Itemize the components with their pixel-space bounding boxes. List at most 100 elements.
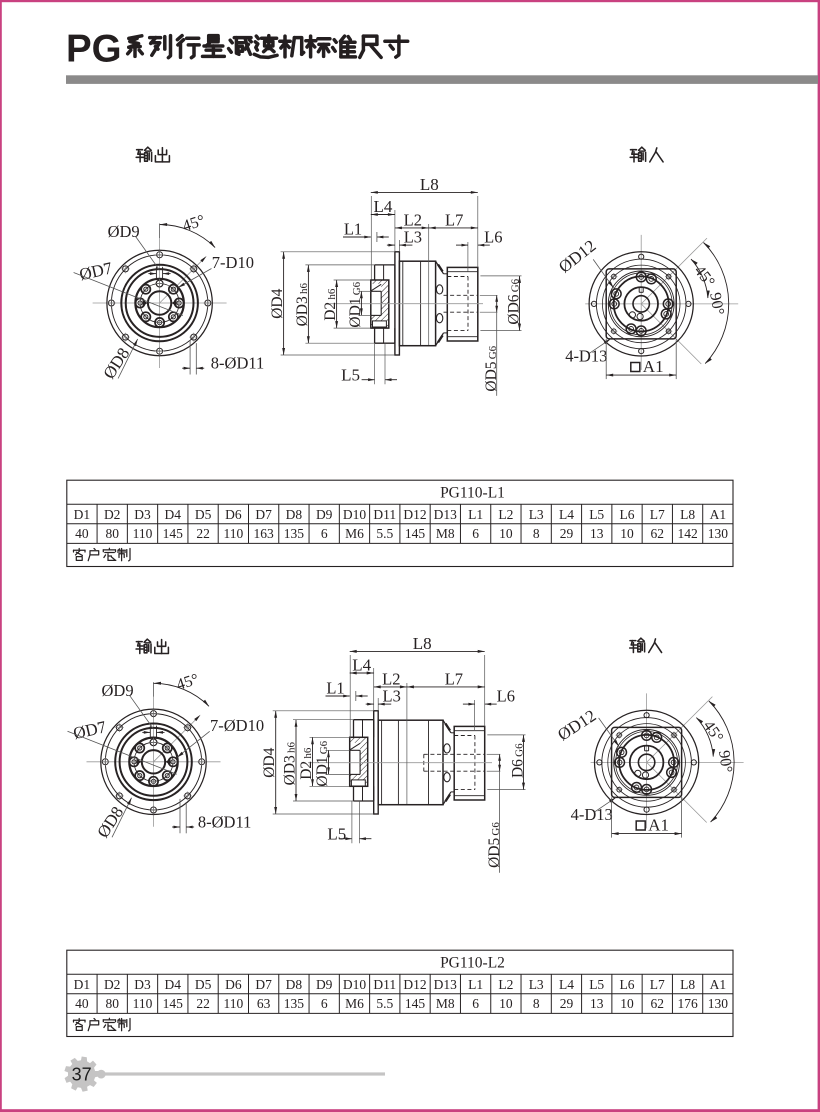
svg-text:L3: L3 <box>383 687 401 706</box>
svg-text:145: 145 <box>405 996 426 1011</box>
svg-text:130: 130 <box>708 996 729 1011</box>
svg-text:D9: D9 <box>316 977 333 992</box>
svg-text:PG110-L1: PG110-L1 <box>440 485 505 502</box>
svg-text:M6: M6 <box>345 526 364 541</box>
svg-text:D12: D12 <box>403 977 426 992</box>
svg-text:63: 63 <box>257 996 271 1011</box>
svg-text:5.5: 5.5 <box>376 996 393 1011</box>
svg-text:10: 10 <box>499 526 513 541</box>
svg-text:A1: A1 <box>648 816 669 835</box>
svg-text:L2: L2 <box>498 507 513 522</box>
svg-text:D5: D5 <box>195 507 212 522</box>
svg-text:L8: L8 <box>413 634 432 653</box>
svg-text:7-ØD10: 7-ØD10 <box>210 716 264 735</box>
svg-text:6: 6 <box>472 526 479 541</box>
svg-text:M8: M8 <box>436 526 455 541</box>
svg-text:6: 6 <box>321 526 328 541</box>
svg-text:D2: D2 <box>104 977 121 992</box>
svg-text:ØD9: ØD9 <box>108 222 140 241</box>
svg-text:10: 10 <box>620 526 634 541</box>
svg-text:D3: D3 <box>134 977 151 992</box>
svg-text:PG: PG <box>66 28 122 71</box>
svg-text:5.5: 5.5 <box>376 526 393 541</box>
svg-text:145: 145 <box>163 996 184 1011</box>
svg-text:22: 22 <box>196 526 210 541</box>
svg-text:ØD1 G6: ØD1 G6 <box>314 740 331 786</box>
svg-text:D2: D2 <box>104 507 121 522</box>
svg-text:L5: L5 <box>341 366 360 385</box>
svg-text:A1: A1 <box>643 357 664 376</box>
svg-text:L5: L5 <box>589 977 604 992</box>
svg-text:10: 10 <box>499 996 513 1011</box>
svg-text:L3: L3 <box>404 228 422 247</box>
svg-text:13: 13 <box>590 526 604 541</box>
svg-text:40: 40 <box>75 996 89 1011</box>
svg-text:L7: L7 <box>650 977 665 992</box>
svg-text:4-D13: 4-D13 <box>565 346 607 365</box>
svg-text:L5: L5 <box>589 507 604 522</box>
svg-text:ØD5 G6: ØD5 G6 <box>486 822 503 868</box>
svg-text:ØD5 G6: ØD5 G6 <box>483 345 500 391</box>
svg-text:L8: L8 <box>680 507 695 522</box>
svg-text:8-ØD11: 8-ØD11 <box>211 354 264 373</box>
svg-text:45°: 45° <box>181 212 208 235</box>
svg-text:L5: L5 <box>327 825 346 844</box>
svg-text:110: 110 <box>133 996 153 1011</box>
svg-text:L8: L8 <box>420 175 439 194</box>
svg-text:D8: D8 <box>286 507 303 522</box>
svg-text:PG110-L2: PG110-L2 <box>440 955 505 972</box>
svg-text:D10: D10 <box>343 507 366 522</box>
svg-text:ØD9: ØD9 <box>102 681 134 700</box>
svg-text:D1: D1 <box>74 977 91 992</box>
svg-text:4-D13: 4-D13 <box>571 805 613 824</box>
svg-text:L7: L7 <box>650 507 665 522</box>
svg-text:A1: A1 <box>710 977 727 992</box>
svg-text:110: 110 <box>133 526 153 541</box>
svg-text:D2 h6: D2 h6 <box>322 288 339 321</box>
svg-text:90°: 90° <box>706 291 727 316</box>
svg-text:L4: L4 <box>559 507 574 522</box>
svg-text:D8: D8 <box>286 977 303 992</box>
svg-text:D6: D6 <box>225 507 242 522</box>
svg-text:L7: L7 <box>445 211 463 230</box>
svg-text:D1: D1 <box>74 507 91 522</box>
svg-text:L8: L8 <box>680 977 695 992</box>
svg-text:M8: M8 <box>436 996 455 1011</box>
svg-text:ØD3 h6: ØD3 h6 <box>282 742 299 786</box>
svg-text:D4: D4 <box>165 507 182 522</box>
svg-text:40: 40 <box>75 526 89 541</box>
svg-text:D2 h6: D2 h6 <box>298 747 315 780</box>
svg-text:L3: L3 <box>529 977 544 992</box>
svg-text:D3: D3 <box>134 507 151 522</box>
svg-text:A1: A1 <box>710 507 727 522</box>
svg-text:135: 135 <box>284 526 305 541</box>
svg-text:142: 142 <box>677 526 697 541</box>
svg-text:D10: D10 <box>343 977 366 992</box>
svg-text:ØD4: ØD4 <box>261 747 278 777</box>
svg-text:ØD4: ØD4 <box>269 288 286 318</box>
svg-text:L1: L1 <box>468 977 483 992</box>
svg-text:130: 130 <box>708 526 729 541</box>
svg-text:L6: L6 <box>620 977 635 992</box>
svg-text:L4: L4 <box>559 977 574 992</box>
svg-text:80: 80 <box>105 996 119 1011</box>
svg-text:90°: 90° <box>715 749 735 774</box>
svg-text:ØD3 h6: ØD3 h6 <box>294 283 311 327</box>
svg-text:D7: D7 <box>255 977 272 992</box>
svg-text:135: 135 <box>284 996 305 1011</box>
svg-text:145: 145 <box>163 526 184 541</box>
svg-text:37: 37 <box>72 1064 92 1084</box>
svg-text:145: 145 <box>405 526 426 541</box>
svg-text:D11: D11 <box>373 977 396 992</box>
svg-text:D9: D9 <box>316 507 333 522</box>
svg-text:ØD6 G6: ØD6 G6 <box>506 278 523 324</box>
svg-text:7-D10: 7-D10 <box>212 253 254 272</box>
svg-text:29: 29 <box>560 996 574 1011</box>
svg-text:L2: L2 <box>498 977 513 992</box>
svg-text:8: 8 <box>533 526 540 541</box>
svg-text:8: 8 <box>533 996 540 1011</box>
svg-text:L6: L6 <box>484 228 502 247</box>
svg-text:D13: D13 <box>434 977 457 992</box>
svg-text:L2: L2 <box>382 670 400 689</box>
svg-text:110: 110 <box>224 526 244 541</box>
